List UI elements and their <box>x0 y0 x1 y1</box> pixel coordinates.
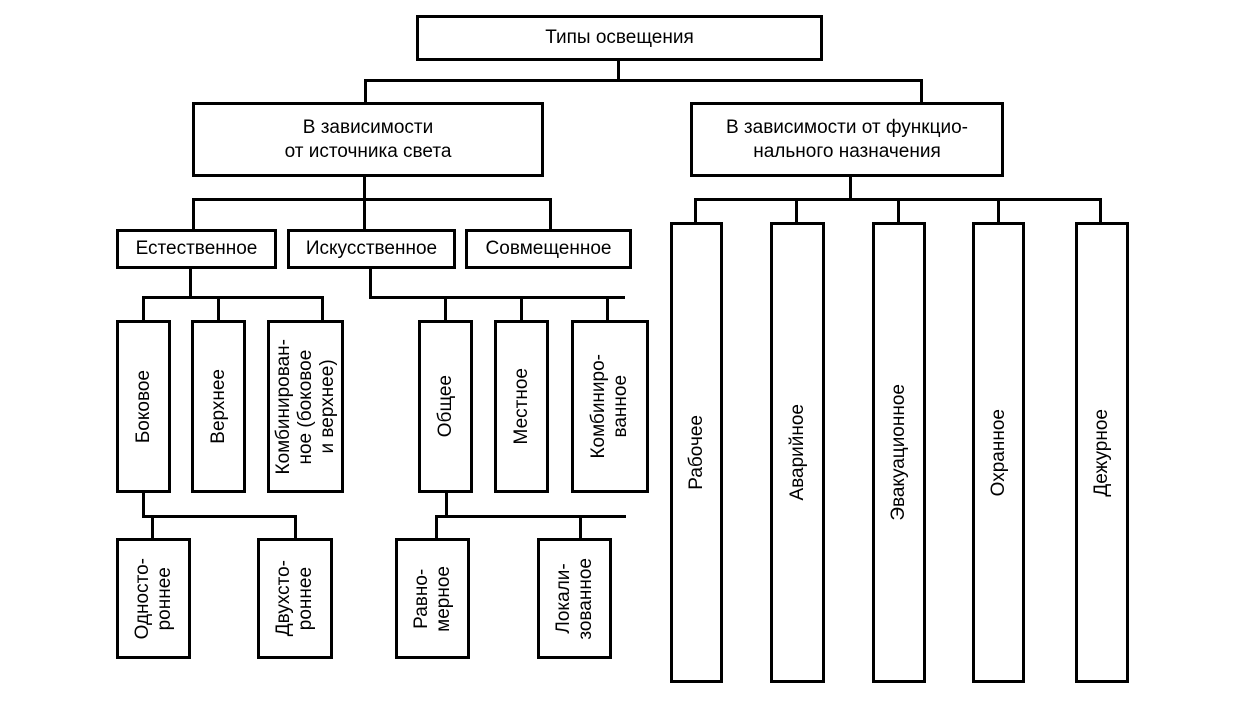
root-label: Типы освещения <box>545 27 694 48</box>
connector <box>142 296 145 321</box>
connector <box>192 198 552 201</box>
node-combined-label: Совмещенное <box>485 238 612 259</box>
connector <box>142 492 145 517</box>
node-artificial: Искусственное <box>287 229 456 269</box>
node-natural-combined-label: Комбинирован- ное (боковое и верхнее) <box>272 338 338 475</box>
node-one-sided: Односто- роннее <box>116 538 191 659</box>
node-working-label: Рабочее <box>685 415 707 490</box>
node-evacuation-label: Эвакуационное <box>888 384 909 521</box>
connector <box>795 198 798 223</box>
node-uniform-label: Равно- мерное <box>410 565 454 632</box>
connector <box>151 515 154 539</box>
connector <box>321 296 324 321</box>
connector <box>549 198 552 230</box>
node-emergency-label: Аварийное <box>786 404 808 501</box>
node-combined: Совмещенное <box>465 229 632 269</box>
node-natural-label: Естественное <box>135 238 258 259</box>
connector <box>445 515 626 518</box>
node-artificial-label: Искусственное <box>305 238 438 259</box>
connector <box>369 296 625 299</box>
node-natural: Естественное <box>116 229 277 269</box>
node-standby: Дежурное <box>1075 222 1129 683</box>
connector <box>192 198 195 230</box>
node-standby-label: Дежурное <box>1091 408 1112 497</box>
connector <box>920 79 923 104</box>
node-localized-label: Локали- зованное <box>552 557 596 640</box>
node-top: Верхнее <box>191 320 246 493</box>
node-security-label: Охранное <box>987 408 1009 497</box>
node-uniform: Равно- мерное <box>395 538 470 659</box>
node-security: Охранное <box>972 222 1025 683</box>
connector <box>617 60 620 82</box>
node-by-source: В зависимости от источника света <box>192 102 544 177</box>
node-working: Рабочее <box>670 222 723 683</box>
connector <box>217 296 220 321</box>
node-general-label: Общее <box>434 375 456 438</box>
connector <box>142 296 324 299</box>
node-natural-combined: Комбинирован- ное (боковое и верхнее) <box>267 320 344 493</box>
connector <box>520 296 523 321</box>
connector <box>445 492 448 517</box>
connector <box>294 515 297 539</box>
node-artificial-combined-label: Комбиниро- ванное <box>588 354 631 459</box>
node-localized: Локали- зованное <box>537 538 612 659</box>
node-artificial-combined: Комбиниро- ванное <box>571 320 649 493</box>
node-top-label: Верхнее <box>207 369 229 444</box>
connector <box>997 198 1000 223</box>
node-one-sided-label: Односто- роннее <box>131 557 175 640</box>
connector <box>435 515 447 518</box>
node-side-label: Боковое <box>132 369 154 444</box>
node-two-sided-label: Двухсто- роннее <box>273 560 316 637</box>
node-by-source-label: В зависимости от источника света <box>284 116 452 162</box>
connector <box>897 198 900 223</box>
node-by-function-label: В зависимости от функцио- нального назна… <box>725 116 969 162</box>
connector <box>364 79 367 104</box>
connector <box>364 79 923 82</box>
connector <box>444 296 447 321</box>
connector <box>435 515 438 539</box>
connector <box>579 515 582 539</box>
connector <box>189 268 192 298</box>
connector <box>363 176 366 230</box>
connector <box>849 176 852 200</box>
connector <box>142 515 297 518</box>
node-local: Местное <box>494 320 549 493</box>
node-side: Боковое <box>116 320 171 493</box>
node-two-sided: Двухсто- роннее <box>257 538 333 659</box>
root-node: Типы освещения <box>416 15 823 61</box>
connector <box>369 268 372 298</box>
connector <box>1099 198 1102 223</box>
node-evacuation: Эвакуационное <box>872 222 926 683</box>
node-local-label: Местное <box>510 368 532 445</box>
node-emergency: Аварийное <box>770 222 825 683</box>
connector <box>606 296 609 321</box>
connector <box>694 198 697 223</box>
node-general: Общее <box>418 320 473 493</box>
node-by-function: В зависимости от функцио- нального назна… <box>690 102 1004 177</box>
